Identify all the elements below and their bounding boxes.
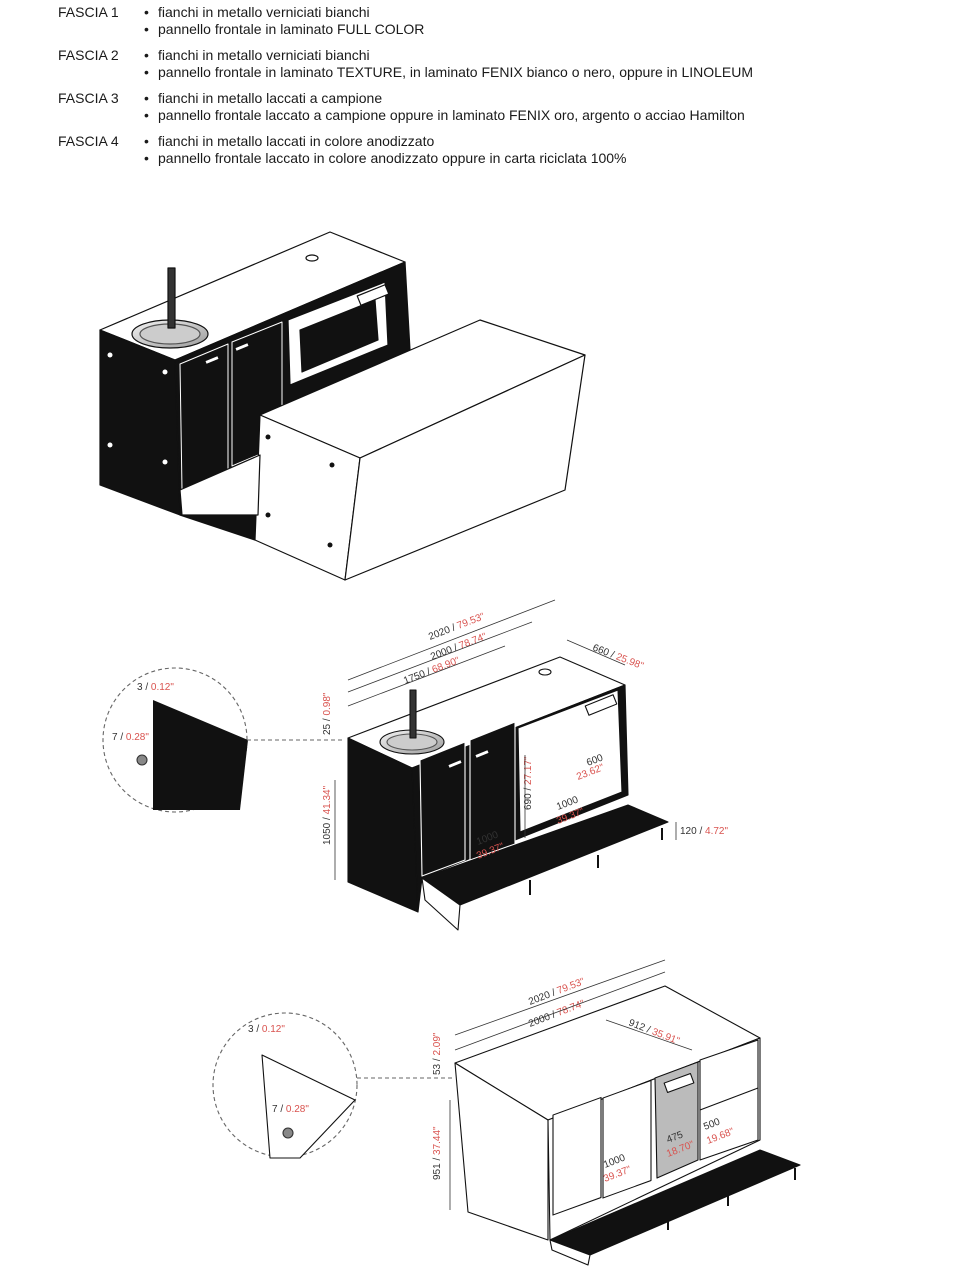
- footboard-edge: [421, 877, 461, 931]
- fascia-label: FASCIA 1: [58, 4, 119, 20]
- fascia-item: fianchi in metallo verniciati bianchi: [144, 4, 424, 21]
- isometric-view-2: [102, 656, 669, 931]
- detail-label: 7 / 0.28": [112, 732, 149, 743]
- fascia-item: pannello frontale in laminato TEXTURE, i…: [144, 64, 753, 81]
- cabinet-base: [179, 454, 261, 516]
- fascia-3: FASCIA 3 fianchi in metallo laccati a ca…: [58, 90, 918, 124]
- door-handle: [234, 341, 250, 353]
- fascia-item: fianchi in metallo laccati a campione: [144, 90, 745, 107]
- dim-label: 53 / 2.09": [432, 1032, 443, 1075]
- fascia-label: FASCIA 2: [58, 47, 119, 63]
- isometric-view-1: [99, 231, 586, 581]
- fascia-items: fianchi in metallo laccati a campione pa…: [144, 90, 745, 124]
- fascia-legend: FASCIA 1 fianchi in metallo verniciati b…: [58, 4, 918, 176]
- dim-label: 25 / 0.98": [322, 692, 333, 735]
- open-compartment: [517, 689, 623, 833]
- fascia-items: fianchi in metallo laccati in colore ano…: [144, 133, 627, 167]
- fascia-item: fianchi in metallo verniciati bianchi: [144, 47, 753, 64]
- counter-face: [344, 354, 586, 581]
- cabinet-side: [454, 1062, 549, 1241]
- isometric-view-3: [212, 985, 801, 1266]
- grey-panel: [654, 1061, 699, 1179]
- dim-label: 951 / 37.44": [432, 1126, 443, 1180]
- fascia-item: pannello frontale in laminato FULL COLOR: [144, 21, 424, 38]
- detail-label: 3 / 0.12": [137, 682, 174, 693]
- screw-icon: [136, 754, 148, 766]
- dim-label: 660 / 25.98": [591, 643, 645, 673]
- faucet-icon: [167, 267, 176, 329]
- fascia-items: fianchi in metallo verniciati bianchi pa…: [144, 4, 424, 38]
- cabinet-front-panel: [99, 329, 181, 516]
- fascia-2: FASCIA 2 fianchi in metallo verniciati b…: [58, 47, 918, 81]
- detail-label: 3 / 0.12": [248, 1024, 285, 1035]
- fascia-items: fianchi in metallo verniciati bianchi pa…: [144, 47, 753, 81]
- dim-label: 1050 / 41.34": [322, 785, 333, 845]
- fascia-4: FASCIA 4 fianchi in metallo laccati in c…: [58, 133, 918, 167]
- detail-panel: [153, 700, 248, 810]
- door-handle: [204, 354, 220, 366]
- drawer: [602, 1079, 652, 1199]
- fascia-item: fianchi in metallo laccati in colore ano…: [144, 133, 627, 150]
- dim-label: 690 / 27.17": [523, 756, 534, 810]
- dimension-lines: [334, 599, 693, 1210]
- compartment-door: [179, 343, 229, 491]
- dim-label: 120 / 4.72": [680, 826, 728, 837]
- fascia-item: pannello frontale laccato in colore anod…: [144, 150, 627, 167]
- drawer: [552, 1096, 602, 1216]
- open-compartment-inner: [299, 299, 379, 373]
- drawer-icon: [356, 284, 390, 306]
- fascia-1: FASCIA 1 fianchi in metallo verniciati b…: [58, 4, 918, 38]
- fascia-label: FASCIA 3: [58, 90, 119, 106]
- fascia-label: FASCIA 4: [58, 133, 119, 149]
- compartment-door: [419, 741, 466, 877]
- fascia-item: pannello frontale laccato a campione opp…: [144, 107, 745, 124]
- open-shelf: [699, 1039, 759, 1161]
- screw-icon: [282, 1127, 294, 1139]
- detail-label: 7 / 0.28": [272, 1104, 309, 1115]
